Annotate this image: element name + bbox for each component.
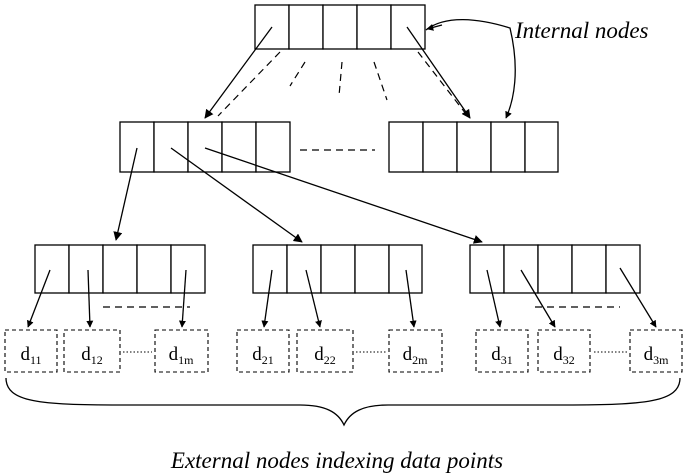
pointer-to-d1m: [178, 269, 187, 328]
fan-dash-4: [373, 61, 388, 101]
svg-text:d21: d21: [252, 344, 274, 367]
svg-text:d11: d11: [20, 344, 41, 367]
svg-text:d3m: d3m: [644, 344, 670, 367]
data-node-d3m: d3m: [629, 329, 683, 373]
pointer-to-d32: [520, 269, 556, 328]
svg-text:d32: d32: [553, 344, 575, 367]
level3-node-2: [252, 244, 423, 294]
level3-node-1: [34, 244, 206, 294]
level2-node-left: [119, 121, 291, 173]
pointer-to-d12: [86, 269, 94, 328]
pointer-root-to-left: [204, 26, 273, 119]
pointer-to-d2m: [405, 269, 417, 328]
svg-text:d31: d31: [491, 344, 513, 367]
pointer-to-d11: [27, 269, 51, 328]
fan-dash-3: [338, 61, 343, 97]
pointer-to-d22: [305, 269, 322, 328]
svg-text:d2m: d2m: [403, 344, 429, 367]
fan-dash-1: [217, 51, 281, 117]
pointer-l2-to-l3-2: [170, 147, 303, 243]
external-nodes-label: External nodes indexing data points: [170, 448, 503, 473]
internal-nodes-label: Internal nodes: [514, 18, 649, 43]
level3-node-3: [469, 244, 641, 294]
data-node-d22: d22: [296, 329, 354, 373]
pointer-to-d31: [486, 269, 503, 328]
annotation-arrow-tip: [426, 23, 443, 31]
data-node-d31: d31: [475, 329, 529, 373]
data-node-d11: d11: [4, 329, 58, 373]
pointer-root-to-right: [406, 26, 471, 119]
fan-dash-2: [289, 61, 306, 87]
pointer-to-d21: [261, 269, 273, 328]
pointer-l2-to-l3-1: [113, 147, 138, 241]
data-node-d21: d21: [236, 329, 290, 373]
data-node-d1m: d1m: [154, 329, 209, 373]
data-node-d12: d12: [63, 329, 121, 373]
root-node: [254, 4, 426, 50]
svg-text:d22: d22: [314, 344, 336, 367]
svg-text:d1m: d1m: [169, 344, 195, 367]
svg-text:d12: d12: [81, 344, 103, 367]
pointer-l2-to-l3-3: [204, 147, 483, 244]
data-node-d32: d32: [537, 329, 591, 373]
annotation-arrow: [425, 18, 516, 119]
external-brace: [5, 377, 681, 427]
fan-dash-5: [417, 51, 467, 115]
level2-node-right: [388, 121, 559, 173]
pointer-to-d3m: [619, 267, 657, 328]
data-node-d2m: d2m: [388, 329, 443, 373]
